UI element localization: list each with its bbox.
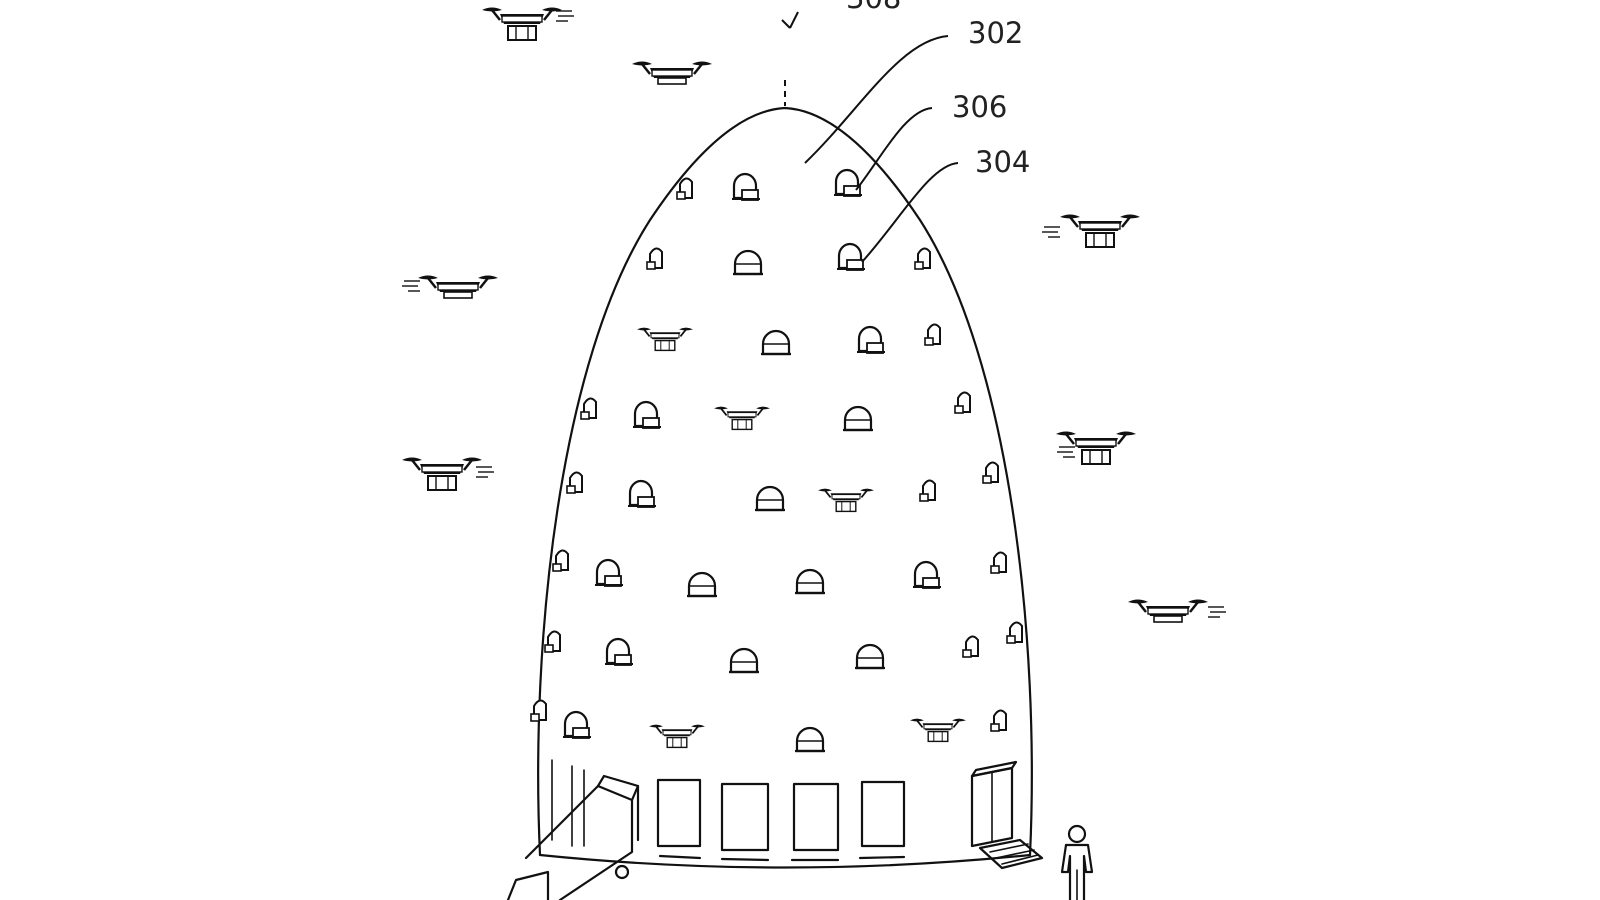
- label-308: 308: [846, 0, 901, 15]
- label-306: 306: [952, 90, 1007, 124]
- leader-304: [861, 162, 959, 263]
- bays: [530, 168, 1023, 753]
- leader-306: [855, 107, 933, 191]
- ground-doors: [551, 759, 1044, 870]
- reference-annotations: 308 302 306 304: [781, 0, 1030, 263]
- delivery-truck: [506, 774, 640, 900]
- docked-drones: [636, 326, 967, 749]
- arrow-308: [781, 11, 799, 29]
- label-302: 302: [968, 16, 1023, 50]
- leader-302: [804, 35, 949, 164]
- label-304: 304: [975, 145, 1030, 179]
- person-figure: [1060, 824, 1094, 900]
- beehive-structure: [537, 80, 1033, 869]
- flying-drones: [400, 6, 1227, 624]
